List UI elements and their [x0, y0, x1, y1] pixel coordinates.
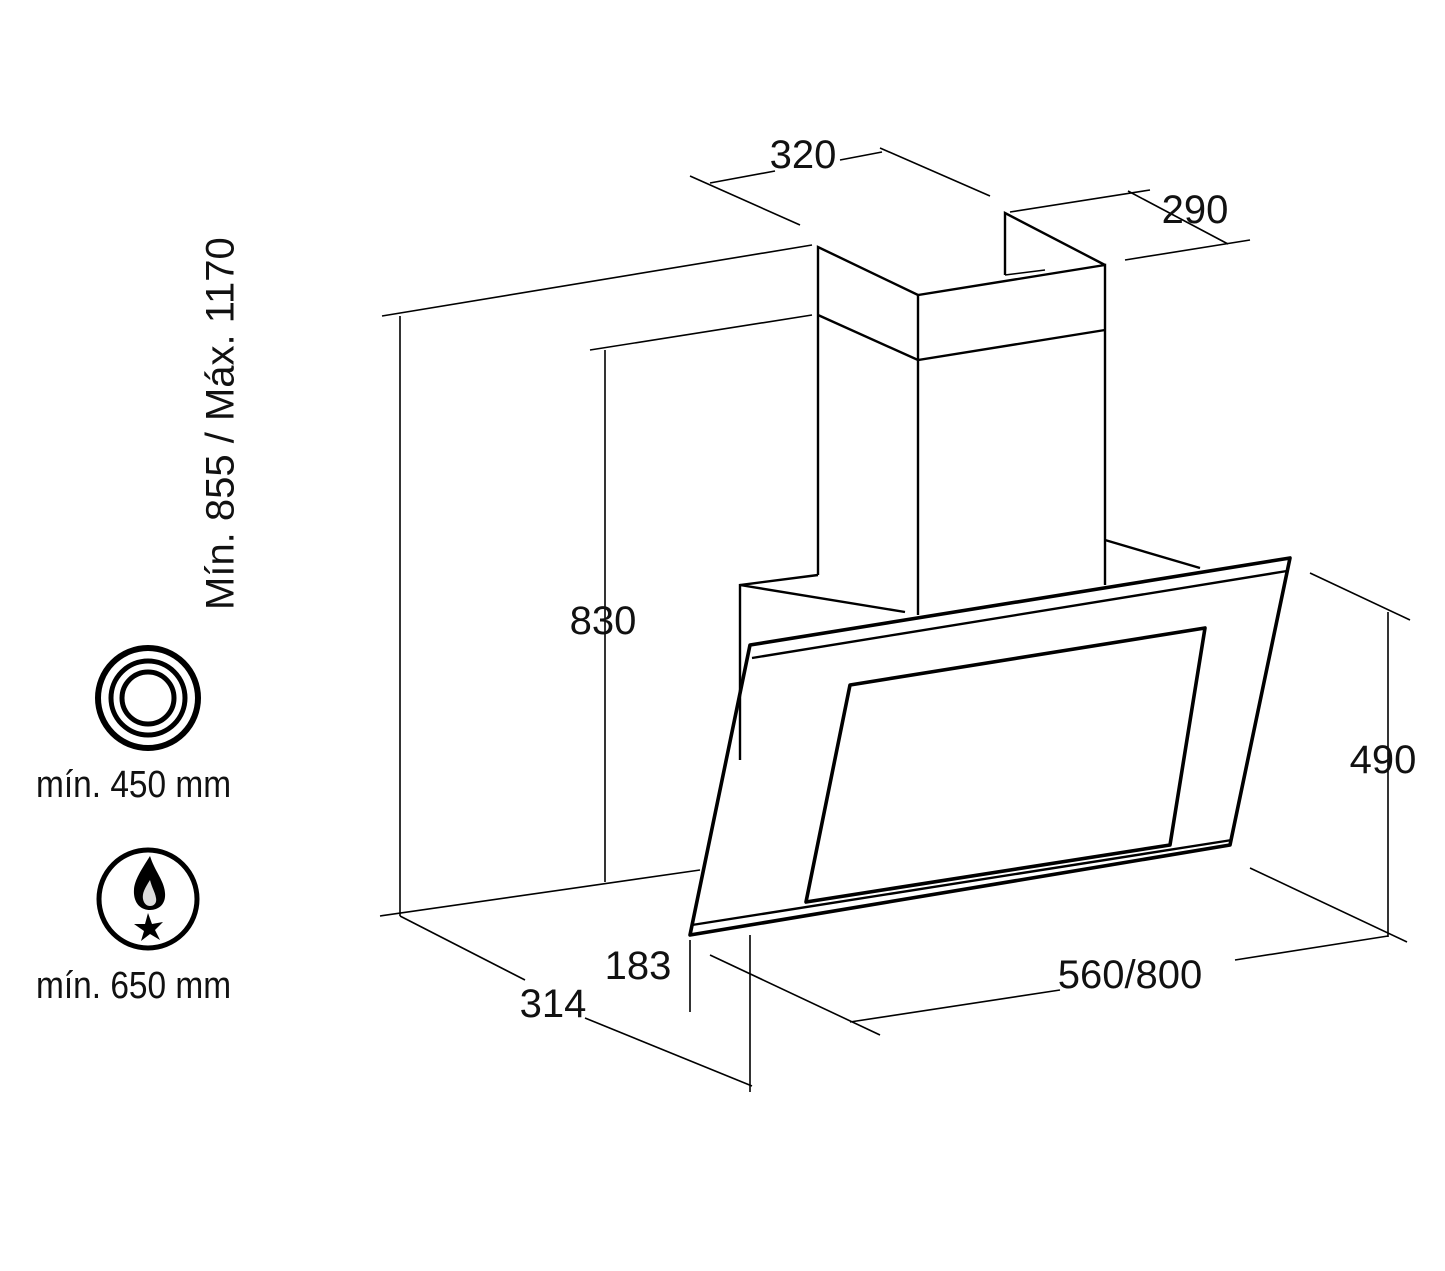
dim-width: 560/800 — [1058, 953, 1203, 997]
dim-chimney-depth: 290 — [1162, 188, 1229, 232]
chimney-lower — [816, 313, 1107, 615]
dim-chimney-width: 320 — [770, 133, 837, 177]
electric-hob-clearance: mín. 450 mm — [36, 764, 232, 806]
dim-chimney-height: 830 — [570, 599, 637, 643]
dim-total-height: Mín. 855 / Máx. 1170 — [199, 237, 243, 610]
electric-hob-icon — [95, 645, 201, 751]
chimney-upper — [816, 211, 1107, 360]
hood-body — [738, 538, 1201, 760]
glass-panel — [688, 556, 1292, 937]
gas-hob-icon — [96, 847, 200, 951]
dim-front-offset: 183 — [605, 944, 672, 988]
dim-glass-height: 490 — [1350, 738, 1417, 782]
dimension-lines — [379, 147, 1411, 1092]
dim-depth: 314 — [520, 982, 587, 1026]
gas-hob-clearance: mín. 650 mm — [36, 965, 232, 1007]
